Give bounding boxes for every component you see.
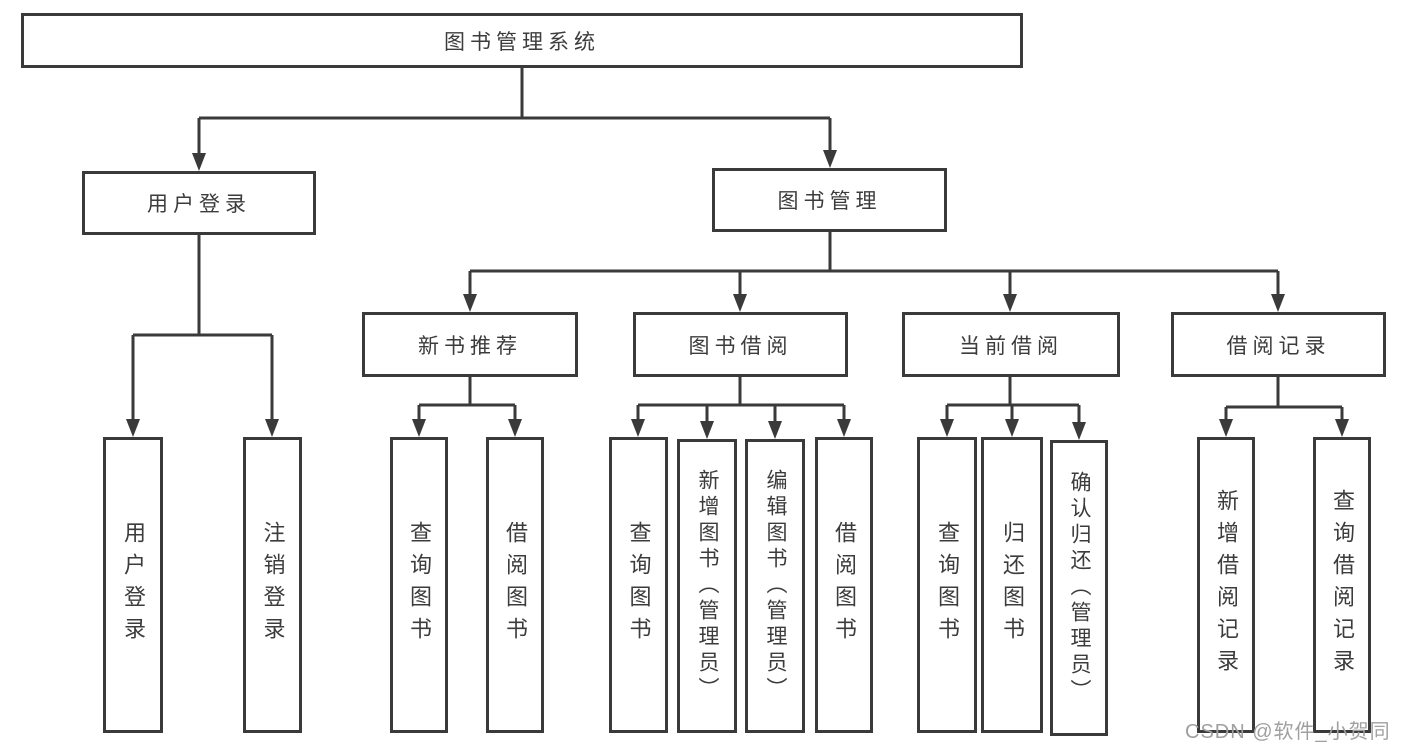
connector-book-borrow-children bbox=[631, 377, 851, 439]
leaf-return-book: 归还图书 bbox=[981, 437, 1043, 733]
leaf-borrow-books: 借阅图书 bbox=[815, 437, 873, 733]
leaf-query-books-borrow: 查询图书 bbox=[609, 437, 668, 733]
leaf-add-book-admin: 新增图书（管理员） bbox=[677, 439, 737, 733]
connector-new-book-children bbox=[412, 377, 522, 437]
leaf-borrow-books-recommend: 借阅图书 bbox=[486, 437, 544, 733]
leaf-query-borrow-record: 查询借阅记录 bbox=[1313, 437, 1371, 733]
node-borrow-records: 借阅记录 bbox=[1171, 312, 1386, 377]
leaf-query-books-recommend: 查询图书 bbox=[390, 437, 448, 733]
node-book-management: 图书管理 bbox=[712, 168, 947, 232]
connector-borrow-record-children bbox=[1219, 377, 1349, 437]
leaf-logout: 注销登录 bbox=[243, 437, 302, 733]
node-library-management-system: 图书管理系统 bbox=[21, 13, 1023, 68]
leaf-user-login: 用户登录 bbox=[103, 437, 163, 733]
leaf-confirm-return-admin: 确认归还（管理员） bbox=[1050, 440, 1108, 736]
connector-user-login-children bbox=[126, 235, 279, 437]
leaf-edit-book-admin: 编辑图书（管理员） bbox=[745, 439, 805, 733]
connector-root-to-level2 bbox=[192, 68, 837, 171]
leaf-add-borrow-record: 新增借阅记录 bbox=[1197, 437, 1255, 733]
node-new-book-recommend: 新书推荐 bbox=[362, 312, 578, 377]
node-book-borrow: 图书借阅 bbox=[633, 312, 848, 377]
csdn-watermark: CSDN @软件_小贺同学 bbox=[1185, 721, 1391, 743]
node-current-borrow: 当前借阅 bbox=[902, 312, 1120, 377]
node-user-login: 用户登录 bbox=[82, 171, 316, 235]
connector-book-management-children bbox=[463, 232, 1285, 312]
connector-current-borrow-children bbox=[940, 377, 1086, 440]
leaf-query-books-current: 查询图书 bbox=[917, 437, 977, 733]
